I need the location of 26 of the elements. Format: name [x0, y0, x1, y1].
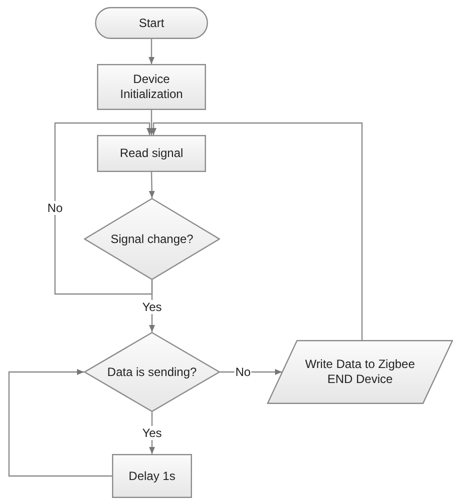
node-label: Delay 1s: [128, 468, 176, 484]
edge-label: No: [46, 201, 64, 215]
edge-label: Yes: [141, 426, 163, 440]
node-label: Read signal: [118, 146, 184, 161]
arrow: [8, 369, 112, 477]
arrow: [148, 172, 155, 198]
process-box: [112, 454, 192, 498]
arrow: [148, 39, 154, 64]
arrow: [150, 122, 363, 340]
arrow: [148, 110, 154, 135]
decision-diamond: [84, 332, 220, 412]
edge-label: Yes: [141, 300, 163, 314]
start-terminal: [95, 7, 208, 39]
node-label: Write Data to Zigbee END Device: [304, 357, 416, 387]
io-parallelogram: [267, 340, 453, 404]
edge-label: No: [234, 365, 252, 379]
node-label: Device Initialization: [119, 72, 184, 102]
arrow: [54, 122, 153, 295]
arrow: [149, 412, 155, 454]
decision-diamond: [84, 198, 220, 280]
process-box: [97, 64, 206, 110]
node-label: Data is sending?: [106, 364, 198, 380]
node-label: Start: [138, 16, 166, 30]
process-box: [97, 135, 206, 172]
arrow: [149, 280, 155, 332]
node-label: Signal change?: [110, 232, 194, 246]
